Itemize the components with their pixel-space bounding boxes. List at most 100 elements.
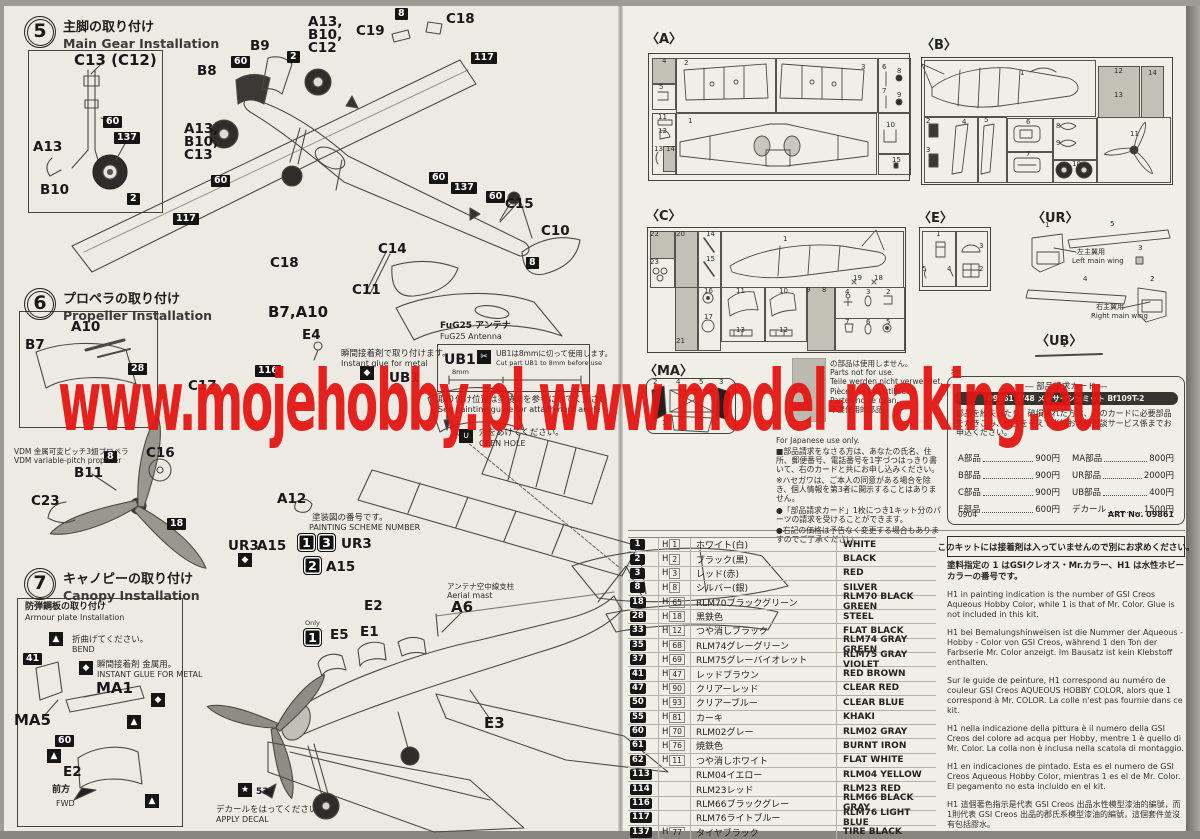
label-sn: 15: [706, 255, 715, 263]
glue-diamond-icon: ◆: [151, 693, 165, 707]
paint-name-en: RED: [836, 566, 936, 581]
label-sn: 2: [684, 59, 689, 67]
aqueous-code-prefix: H: [662, 726, 669, 737]
label-part: B7: [25, 337, 45, 353]
scan-edge-right: [1186, 6, 1200, 831]
label-jpb: 前方: [52, 785, 71, 795]
paint-name-jp: RLM70ブラックグリーン: [690, 595, 836, 609]
label-en: Only: [305, 619, 320, 627]
label-sn: 13: [654, 145, 663, 153]
label-en: PAINTING SCHEME NUMBER: [309, 523, 421, 532]
sprue-ma-title: 〈MA〉: [644, 364, 693, 379]
sprue-a-cell: [878, 58, 911, 113]
label-badge: 60: [211, 175, 231, 187]
paint-name-en: RLM74 GRAY GREEN: [836, 635, 936, 655]
sprue-b-cell: [1053, 160, 1097, 183]
label-jp: 穴をあけてください。: [479, 428, 564, 438]
sprue-a-art: [655, 63, 903, 169]
paint-name-jp: クリアーレッド: [690, 681, 836, 696]
label-sn: 12: [658, 127, 667, 135]
aqueous-code-prefix: H: [662, 712, 669, 723]
label-sn: 16: [704, 287, 713, 295]
label-sn: 4: [662, 57, 667, 65]
aqueous-code-number: 90: [669, 682, 685, 694]
sprue-a-title: 〈A〉: [646, 32, 683, 47]
glue-diamond-icon: ◆: [238, 553, 252, 567]
label-part: B10,: [308, 27, 343, 43]
label-jp: 瞬間接着剤で取り付けます。: [341, 349, 451, 359]
label-sn: 3: [1138, 244, 1143, 252]
paint-name-jp: RLM75グレーバイオレット: [690, 653, 836, 667]
sprue-a-cell: [776, 58, 878, 113]
label-en: Right main wing: [1091, 312, 1148, 320]
label-sn: 5: [922, 265, 927, 273]
step5-number: 5: [24, 16, 56, 48]
label-sn: 23: [650, 258, 659, 266]
label-sn: 7: [882, 87, 887, 95]
label-badge: 8: [104, 451, 117, 463]
label-sn: 19: [853, 274, 862, 282]
sprue-c-cell: [765, 287, 807, 342]
card-title: ― 部品請求カード ―: [1025, 382, 1107, 392]
label-sn: 1: [1045, 221, 1050, 229]
label-sn: 9: [1056, 139, 1061, 147]
label-sn: 11: [658, 113, 667, 121]
paint-number-badge: 61: [630, 740, 646, 752]
paint-name-jp: RLM04イエロー: [690, 768, 836, 782]
sprue-c-cell: [721, 287, 765, 342]
label-scheme: 1: [303, 628, 322, 647]
sprue-b-cell: [924, 60, 1096, 117]
sprue-ub-title: 〈UB〉: [1036, 334, 1083, 349]
label-part: E4: [302, 327, 321, 343]
label-sn: 4: [1083, 275, 1088, 283]
paint-note-jp: 塗料指定の 1 はGSIクレオス・Mr.カラー、H1 は水性ホビーカラーの番号で…: [947, 561, 1185, 582]
label-sn: 8: [822, 286, 827, 294]
paint-name-jp: RLM23レッド: [690, 782, 836, 796]
not-for-use-line: Parts not for use.: [830, 368, 895, 378]
parts-request-card: ✂ ― 部品請求カード ― 09861 1/48 メッサーシュミット Bf109…: [947, 366, 1185, 525]
label-en: Aerial mast: [447, 591, 493, 600]
label-sn: 18: [874, 274, 883, 282]
paint-name-en: RLM76 LIGHT BLUE: [836, 808, 936, 828]
paint-name-jp: レッドブラウン: [690, 667, 836, 681]
sprue-b-cell: [1007, 118, 1053, 152]
label-en: OPEN HOLE: [479, 439, 526, 448]
paint-name-jp: つや消しブラック: [690, 624, 836, 638]
aqueous-code-prefix: H: [662, 669, 669, 680]
label-jp: 右主翼用: [1096, 303, 1124, 311]
glue-diamond-icon: ◆: [79, 661, 93, 675]
paint-name-en: RLM04 YELLOW: [836, 768, 936, 782]
step5-title-jp: 主脚の取り付け: [63, 20, 155, 35]
not-for-use-line: Pièces ne pas utiliser.: [830, 386, 911, 396]
label-sn: 1: [688, 117, 693, 125]
paint-note-paragraph: Sur le guide de peinture, H1 correspond …: [947, 676, 1183, 715]
label-sn: 2: [653, 378, 658, 386]
label-en: INSTANT GLUE FOR METAL: [97, 670, 203, 679]
label-badge: 137: [114, 132, 140, 144]
paint-number-badge: 35: [630, 639, 646, 651]
sprue-c-cell: [675, 287, 698, 351]
step6-number: 6: [24, 288, 56, 320]
shop-watermark: www.mojehobby.pl www.model-making.eu: [58, 352, 1104, 450]
label-en: BEND: [72, 645, 95, 654]
sprue-c-cell: [807, 287, 835, 351]
label-sn: 5: [984, 116, 989, 124]
paint-name-jp: クリアーブルー: [690, 696, 836, 710]
sprue-c-cell: [835, 318, 905, 351]
label-en: See painting guide for attachment angle: [438, 405, 601, 414]
label-part: C10: [541, 223, 570, 239]
paint-number-badge: 33: [630, 625, 646, 637]
paint-name-en: CLEAR RED: [836, 681, 936, 696]
not-for-use-swatch: [792, 358, 826, 422]
paint-number-badge: 137: [630, 826, 652, 838]
label-badge: 60: [486, 191, 506, 203]
paint-name-en: TIRE BLACK: [836, 825, 936, 839]
